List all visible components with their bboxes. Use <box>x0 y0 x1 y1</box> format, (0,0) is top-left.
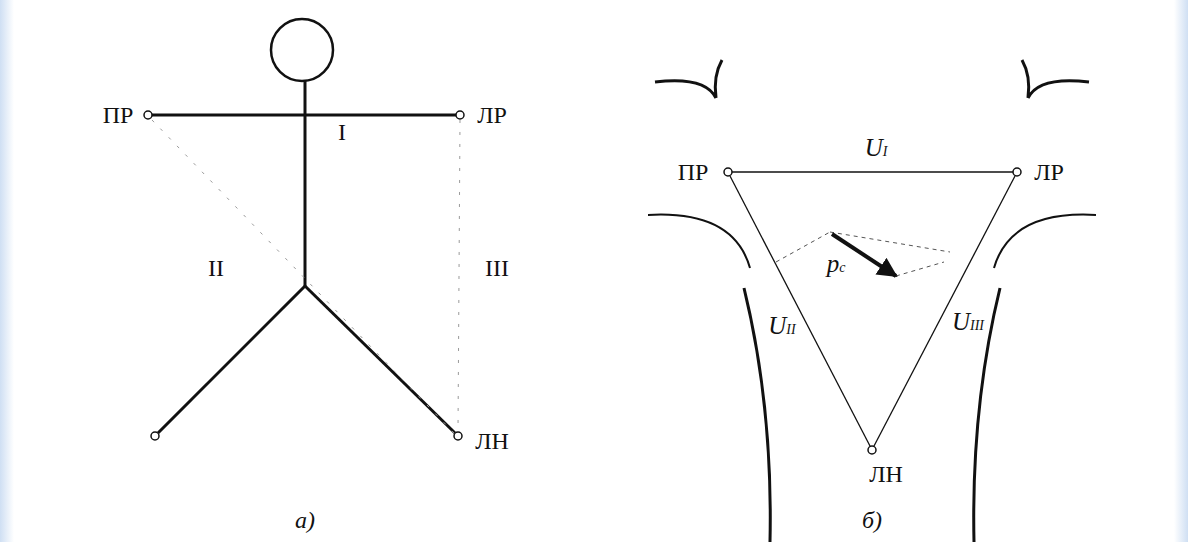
vector-label: pc <box>825 250 848 278</box>
voltage-label: UII <box>766 312 797 340</box>
lead-line <box>152 120 455 434</box>
label-anchor: ПР <box>101 102 136 128</box>
terminal <box>454 432 462 440</box>
electrode-label: ПР <box>676 159 711 185</box>
armpit-right <box>994 215 1096 268</box>
label-anchor: UIII <box>950 308 986 336</box>
terminals <box>144 111 464 440</box>
neck-left <box>655 60 722 98</box>
panel-label: б) <box>860 507 884 533</box>
terminal <box>456 111 464 119</box>
label-anchor: UII <box>766 312 797 340</box>
lead-II <box>730 176 870 446</box>
lead-number: I <box>336 119 348 145</box>
label-anchor: pc <box>825 250 848 278</box>
right-leg <box>158 286 305 433</box>
voltage-label: UIII <box>950 308 986 336</box>
label-anchor: ПР <box>676 159 711 185</box>
body <box>304 81 307 286</box>
neck-right <box>1022 60 1089 98</box>
lead-number: III <box>483 255 511 281</box>
left-leg <box>305 286 455 433</box>
label-anchor: ЛН <box>473 428 511 454</box>
lead-III <box>874 176 1015 446</box>
projection-lines <box>776 232 950 276</box>
lead-line <box>458 120 460 432</box>
lead-lines <box>152 120 460 434</box>
label-anchor: I <box>336 119 348 145</box>
terminal <box>144 111 152 119</box>
projection <box>776 232 830 262</box>
label-anchor: ЛР <box>475 102 509 128</box>
head <box>271 19 333 81</box>
terminal <box>724 168 732 176</box>
panel-label: а) <box>293 507 317 533</box>
projection <box>830 232 950 252</box>
electrode-label: ЛР <box>475 102 509 128</box>
label-anchor: а) <box>293 507 317 533</box>
side-left <box>744 288 770 542</box>
electrode-label: ЛН <box>867 461 905 487</box>
terminals <box>724 168 1021 454</box>
label-anchor: ЛР <box>1032 159 1066 185</box>
electrode-label: ЛН <box>473 428 511 454</box>
label-anchor: II <box>206 255 226 281</box>
armpit-left <box>648 215 750 268</box>
terminal <box>868 446 876 454</box>
projection <box>896 262 944 276</box>
stick-figure <box>152 19 456 433</box>
label-anchor: б) <box>860 507 884 533</box>
label-anchor: III <box>483 255 511 281</box>
terminal <box>151 432 159 440</box>
electrode-label: ЛР <box>1032 159 1066 185</box>
lead-I <box>732 171 1013 172</box>
terminal <box>1013 168 1021 176</box>
label-anchor: ЛН <box>867 461 905 487</box>
electrode-label: ПР <box>101 102 136 128</box>
label-anchor: UI <box>863 134 890 162</box>
voltage-label: UI <box>863 134 890 162</box>
lead-number: II <box>206 255 226 281</box>
torso-outline <box>648 60 1096 542</box>
einthoven-triangle <box>730 172 1015 446</box>
